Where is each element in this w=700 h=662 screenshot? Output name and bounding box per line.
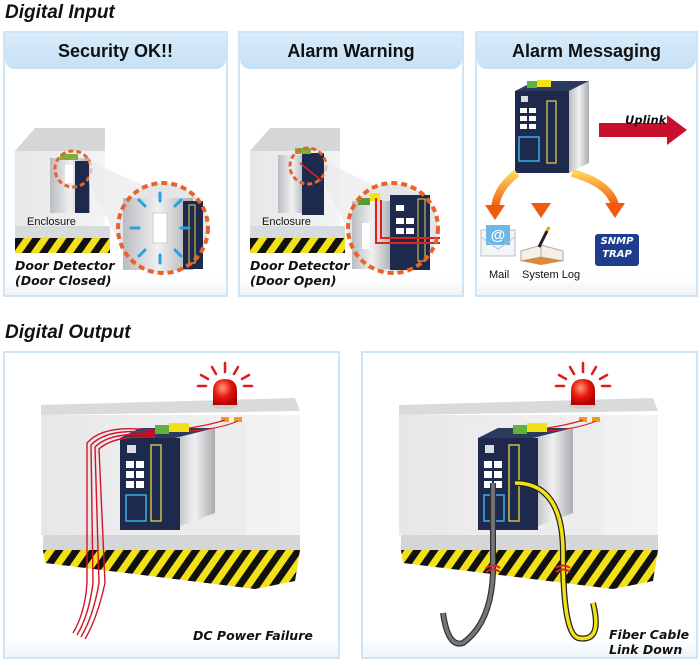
hazard-stripe bbox=[15, 238, 110, 253]
cabinet-top bbox=[41, 398, 300, 415]
arrow-to-snmp-icon bbox=[570, 169, 619, 207]
caption-line2: Link Down bbox=[609, 642, 683, 657]
enclosure-top bbox=[15, 128, 105, 151]
alarm-beacon-icon bbox=[546, 361, 612, 432]
digital-input-title: Digital Input bbox=[5, 2, 115, 23]
security-ok-panel: Security OK!! Enclosure Door Detector (D… bbox=[3, 31, 228, 297]
glow-rays-icon bbox=[129, 191, 191, 265]
dashed-circle-large bbox=[116, 181, 210, 275]
enclosure-label: Enclosure bbox=[27, 216, 76, 228]
hazard-stripe bbox=[250, 238, 345, 253]
alarm-messaging-panel: Alarm Messaging @ bbox=[475, 31, 698, 297]
door-open-illustration bbox=[250, 128, 440, 275]
panel-title: Alarm Messaging bbox=[477, 33, 696, 69]
cable-break-marks bbox=[485, 564, 571, 573]
mail-icon: @ bbox=[480, 225, 516, 257]
caption-line1: DC Power Failure bbox=[193, 628, 313, 643]
wire-2 bbox=[380, 200, 440, 239]
hazard-stripe bbox=[43, 550, 300, 589]
system-log-label: System Log bbox=[522, 269, 581, 281]
industrial-switch-icon bbox=[120, 423, 215, 530]
alarm-warning-panel: Alarm Warning Enclosure Door Detector (D… bbox=[238, 31, 464, 297]
dc-power-failure-illustration bbox=[41, 361, 300, 640]
snmp-label-line2: TRAP bbox=[602, 249, 632, 260]
uplink-label: Uplink bbox=[625, 113, 667, 127]
panel-title: Security OK!! bbox=[5, 33, 226, 69]
alarm-messaging-illustration: @ bbox=[480, 80, 687, 266]
dc-power-failure-panel: DC Power Failure bbox=[3, 351, 340, 659]
caption-line1: Fiber Cable bbox=[609, 627, 690, 642]
fiber-link-down-panel: Fiber Cable Link Down bbox=[361, 351, 698, 659]
switch-front bbox=[75, 161, 89, 213]
panel-title: Alarm Warning bbox=[240, 33, 462, 69]
snmp-trap-icon bbox=[595, 234, 639, 266]
dashed-circle-large bbox=[346, 181, 440, 275]
door-sensor bbox=[152, 212, 168, 244]
cabinet-top bbox=[399, 398, 658, 415]
snmp-label-line1: SNMP bbox=[600, 236, 634, 247]
caption-line2: (Door Open) bbox=[250, 273, 337, 288]
caption-line1: Door Detector bbox=[15, 258, 115, 273]
fiber-link-down-illustration bbox=[399, 361, 658, 647]
industrial-switch-icon bbox=[515, 80, 589, 173]
arrow-to-mail-icon bbox=[491, 169, 520, 209]
enclosure-label: Enclosure bbox=[262, 216, 311, 228]
dc-power-wires bbox=[72, 428, 156, 640]
door-closed-illustration bbox=[15, 128, 210, 275]
system-log-book-icon bbox=[520, 226, 564, 265]
wire-1 bbox=[375, 198, 440, 244]
alarm-beacon-icon bbox=[188, 361, 254, 432]
svg-text:@: @ bbox=[491, 227, 506, 244]
caption-line1: Door Detector bbox=[250, 258, 350, 273]
mail-label: Mail bbox=[489, 269, 510, 281]
uplink-arrow-icon bbox=[599, 115, 687, 145]
hazard-stripe bbox=[401, 550, 658, 589]
digital-output-title: Digital Output bbox=[5, 322, 131, 343]
caption-line2: (Door Closed) bbox=[15, 273, 112, 288]
